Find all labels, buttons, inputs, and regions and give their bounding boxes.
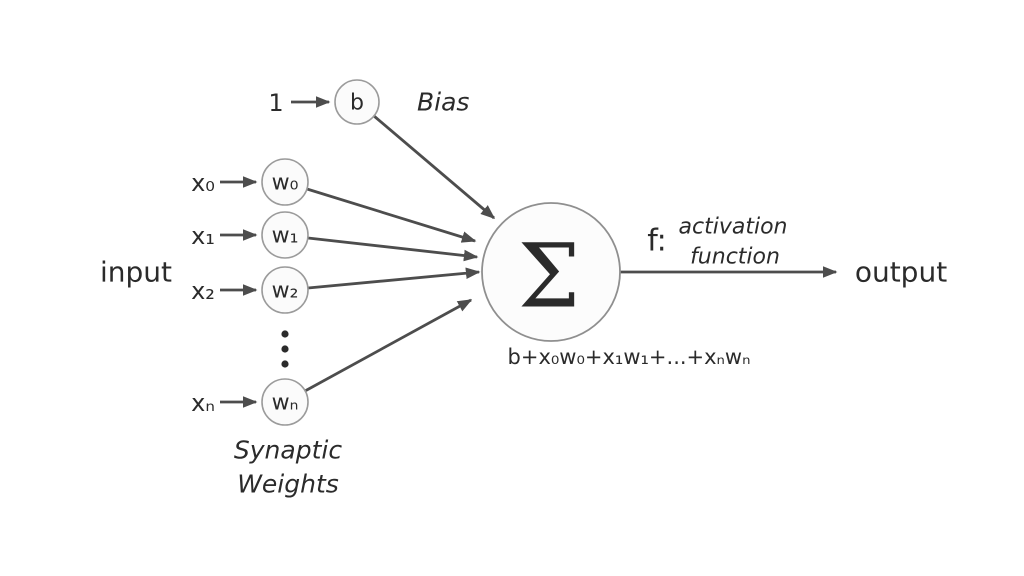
input-label-x0: x₀ <box>191 169 215 197</box>
bias-source-label: 1 <box>268 89 283 117</box>
input-label-xn: xₙ <box>191 389 215 417</box>
weight-node-wn <box>261 378 309 426</box>
summation-symbol: Σ <box>518 225 580 328</box>
input-section-label: input <box>100 256 172 289</box>
weight-label-w1: w₁ <box>272 224 299 249</box>
activation-caption-line1: activation <box>679 215 788 240</box>
summation-node <box>481 202 621 342</box>
weight-label-w2: w₂ <box>272 279 299 304</box>
bias-caption: Bias <box>417 88 469 117</box>
weight-node-w1 <box>261 211 309 259</box>
bias-node-label: b <box>350 91 364 116</box>
edge-bias-to-sum <box>373 114 496 220</box>
activation-prefix: f: <box>647 224 667 259</box>
edge-w1-to-sum <box>307 236 479 262</box>
input-label-x2: x₂ <box>191 277 215 305</box>
activation-caption-line2: function <box>690 245 780 270</box>
weight-node-w2 <box>261 266 309 314</box>
bias-node-circle <box>334 79 380 125</box>
weight-label-wn: wₙ <box>272 391 299 416</box>
edge-w2-to-sum <box>307 267 481 290</box>
summation-formula: b+x₀w₀+x₁w₁+...+xₙwₙ <box>508 345 751 369</box>
synaptic-weights-caption-line2: Weights <box>237 470 339 499</box>
output-section-label: output <box>855 256 947 289</box>
edge-w0-to-sum <box>306 187 477 243</box>
edge-wn-to-sum <box>304 298 473 393</box>
weight-label-w0: w₀ <box>272 171 299 196</box>
vertical-ellipsis-icon <box>281 330 289 368</box>
weight-node-w0 <box>261 158 309 206</box>
synaptic-weights-caption-line1: Synaptic <box>234 436 342 465</box>
input-label-x1: x₁ <box>191 222 215 250</box>
